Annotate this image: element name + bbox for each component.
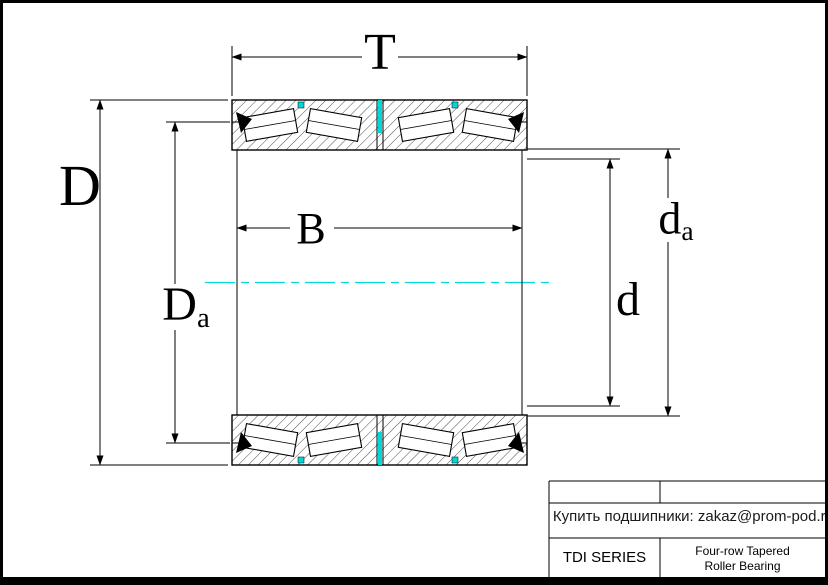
tapered-roller	[305, 108, 363, 142]
tapered-roller	[461, 423, 519, 457]
tapered-roller	[305, 423, 363, 457]
dim-label-B: B	[296, 204, 326, 253]
tapered-roller	[241, 423, 299, 457]
dimension-da	[527, 148, 680, 417]
title-block-series: TDI SERIES	[562, 549, 647, 566]
lubrication-hole-mark	[451, 456, 459, 464]
cage-section	[236, 112, 252, 133]
tapered-roller	[461, 108, 519, 142]
bore-lines	[236, 150, 523, 415]
tapered-roller	[241, 108, 299, 142]
dimension-d	[527, 158, 620, 407]
dimension-Da	[166, 121, 230, 444]
contact-text: Купить подшипники: zakaz@prom-pod.ru	[552, 508, 828, 525]
tapered-roller	[397, 423, 455, 457]
lubrication-hole-mark	[297, 456, 305, 464]
cage-section	[508, 432, 524, 453]
bearing-top-section	[231, 99, 528, 151]
dim-label-T: T	[364, 24, 396, 81]
dim-label-Da: Da	[162, 278, 210, 335]
title-block-grid	[548, 480, 828, 585]
lubrication-groove-mark	[378, 432, 382, 465]
cage-section	[236, 432, 252, 453]
lubrication-hole-mark	[451, 101, 459, 109]
tapered-roller	[397, 108, 455, 142]
dim-label-d: d	[616, 273, 640, 326]
title-block-description: Four-row Tapered Roller Bearing	[695, 544, 790, 573]
lubrication-groove-mark	[378, 100, 382, 133]
cage-section	[508, 112, 524, 133]
dimension-T	[231, 46, 528, 96]
dimension-D	[90, 99, 228, 466]
lubrication-hole-mark	[297, 101, 305, 109]
dim-label-D: D	[59, 153, 101, 218]
bearing-bottom-section	[231, 414, 528, 466]
dim-label-da: da	[658, 192, 694, 247]
